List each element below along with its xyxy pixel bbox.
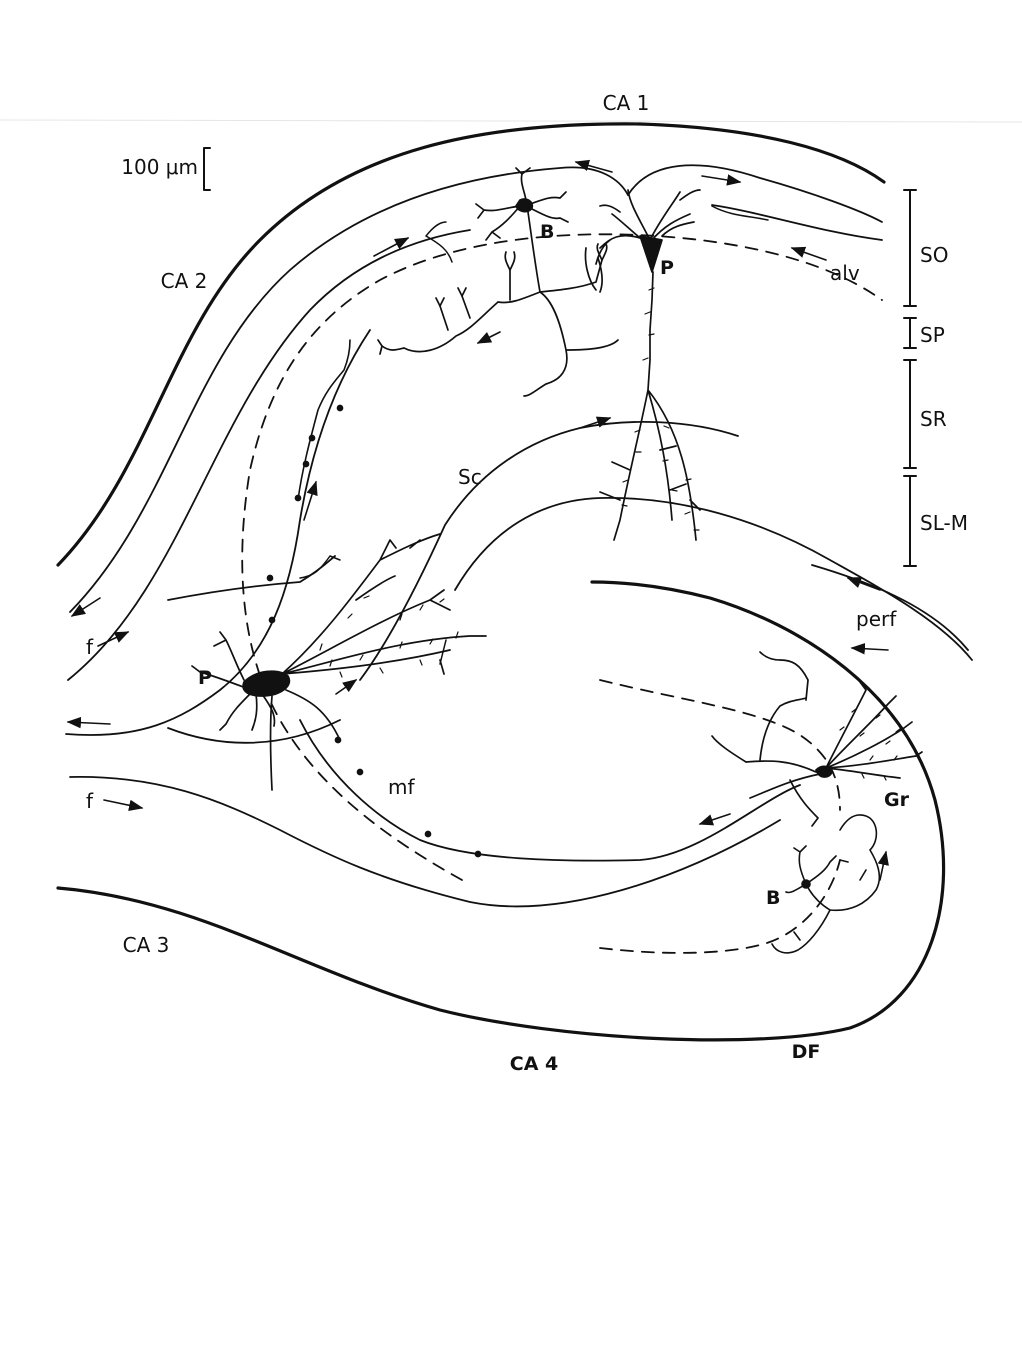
layer-label-so: SO [920,243,948,267]
alv-arrow [792,248,826,260]
cell-label-ca1-basket: B [540,221,554,243]
perf-arrow-2 [852,648,888,650]
df-basket-arrow [880,852,886,880]
alveus-outer-boundary [58,124,884,565]
schaffer-arrow [580,418,610,428]
pathway-label-f-2: f [86,789,94,813]
cell-label-ca3-pyramidal: P [198,667,212,689]
layer-brackets [904,190,916,566]
alveus-arrow-right [702,176,740,182]
fimbria-left-arrow-2 [68,722,110,724]
pathway-label-alv: alv [830,261,860,285]
layer-label-sp: SP [920,323,945,347]
pathway-label-sc: Sc [458,465,482,489]
layer-label-sr: SR [920,407,947,431]
mossy-fiber-main [300,720,800,861]
region-label-ca2: CA 2 [161,269,208,293]
fimbria-branch-line [168,556,335,600]
scale-bar-label: 100 μm [121,155,198,179]
granule-layer-dashed-lower [600,860,840,953]
mossy-fiber-arrow [700,814,730,824]
pathway-label-perf: perf [856,607,897,631]
stratum-oriens-line [68,230,470,680]
outer-boundaries [58,124,944,1040]
region-label-ca1: CA 1 [603,91,650,115]
fimbria-left-arrow-1 [72,598,100,616]
sl-m-hilus-line [455,498,972,660]
scan-artifact-line [0,120,1022,122]
cell-label-df-basket: B [766,887,780,909]
ca1-pyramidal-cell [585,190,700,540]
pyramidal-cell-layer [242,234,882,953]
pathway-label-mf: mf [388,775,415,799]
fimbria-lower-line [66,330,370,735]
region-label-ca3: CA 3 [123,933,170,957]
cell-label-granule: Gr [884,789,910,811]
region-label-df: DF [792,1041,821,1063]
collateral-arrow [478,332,500,343]
scale-bar: 100 μm [121,148,210,190]
pathway-label-f-1: f [86,635,94,659]
ca1-basket-cell [378,168,618,396]
ca3-soma [243,671,289,696]
ca1-soma [640,236,662,272]
region-label-ca4: CA 4 [510,1053,558,1075]
layer-label-slm: SL-M [920,511,968,535]
fimbria-f-arrow-2 [104,800,142,808]
cell-label-ca1-pyramidal: P [660,257,674,279]
ca3-arrow [336,680,356,694]
